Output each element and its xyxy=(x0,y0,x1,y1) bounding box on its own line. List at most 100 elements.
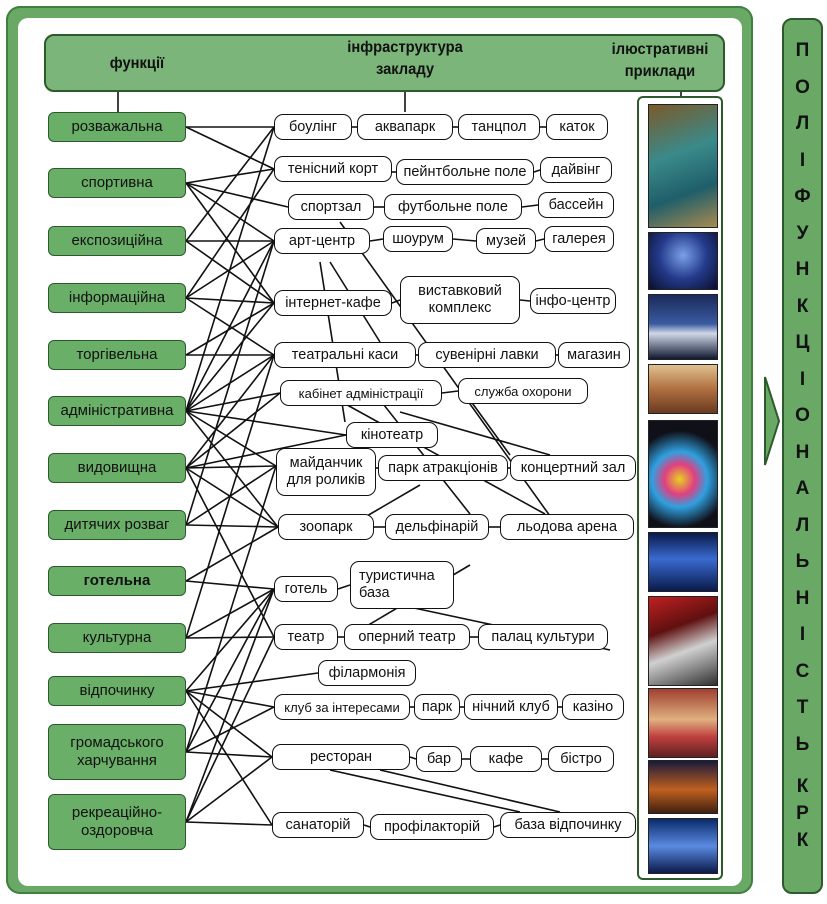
function-recreation-line2: оздоровча xyxy=(81,822,153,839)
example-photo-pool xyxy=(648,818,718,874)
header-infra-line2: закладу xyxy=(375,61,435,78)
infra-admin-office: кабінет адміністрації xyxy=(280,380,442,406)
infra-link-edge xyxy=(533,169,541,173)
infra-showroom: шоурум xyxy=(383,226,453,252)
infra-bar: бар xyxy=(416,746,462,772)
infra-tennis-court: тенісний корт xyxy=(274,156,392,182)
vertical-letter: Л xyxy=(795,514,810,536)
infra-link-edge xyxy=(359,484,421,521)
infra-roller-line2: для роликів xyxy=(286,472,366,488)
header-examples-line2: приклади xyxy=(624,63,696,80)
infra-link-edge xyxy=(369,238,384,242)
example-photo-bar xyxy=(648,760,718,814)
example-photo-cinema xyxy=(648,532,718,592)
infra-roller-line1: майданчик xyxy=(289,455,363,471)
infra-football-field: футбольне поле xyxy=(384,194,522,220)
infra-diving: дайвінг xyxy=(540,157,612,183)
vertical-letter: Ф xyxy=(794,186,811,207)
example-photo-restaurant xyxy=(648,364,718,414)
infra-paintball-field: пейнтбольне поле xyxy=(396,159,534,185)
vertical-letter: У xyxy=(796,222,809,244)
function-catering-line2: харчування xyxy=(77,752,157,769)
infra-theatre: театр xyxy=(274,624,338,650)
vertical-letter: Н xyxy=(795,587,810,609)
infra-dolphinarium: дельфінарій xyxy=(385,514,489,540)
chevron-right-icon xyxy=(764,376,781,466)
function-to-infra-edge xyxy=(185,756,273,823)
function-to-infra-edge xyxy=(185,588,275,692)
function-to-infra-edge xyxy=(185,168,275,184)
function-leisure: відпочинку xyxy=(48,676,186,706)
function-to-infra-edge xyxy=(185,302,275,412)
infra-restaurant: ресторан xyxy=(272,744,410,770)
function-to-infra-edge xyxy=(185,297,275,304)
function-to-infra-edge xyxy=(185,524,279,528)
infra-link-edge xyxy=(535,238,545,242)
function-to-infra-edge xyxy=(185,467,279,528)
vertical-letter: Л xyxy=(795,113,810,134)
infra-info-center: інфо-центр xyxy=(530,288,616,314)
infra-cinema: кінотеатр xyxy=(346,422,438,448)
infra-night-club: нічний клуб xyxy=(464,694,558,720)
infra-art-center: арт-центр xyxy=(274,228,370,254)
infra-link-edge xyxy=(329,769,521,813)
infra-palace-of-culture: палац культури xyxy=(478,624,608,650)
infra-philharmonic: філармонія xyxy=(318,660,416,686)
infra-cafe: кафе xyxy=(470,746,542,772)
infra-park: парк xyxy=(414,694,460,720)
infra-bowling: боулінг xyxy=(274,114,352,140)
infra-dancefloor: танцпол xyxy=(458,114,540,140)
vertical-letter: К xyxy=(796,776,809,797)
infra-link-edge xyxy=(409,756,417,760)
vertical-letter: І xyxy=(799,149,806,171)
vertical-letter: Т xyxy=(796,697,809,718)
infra-amusement-park: парк атракціонів xyxy=(378,455,508,481)
function-exposition: експозиційна xyxy=(48,226,186,256)
infra-zoo: зоопарк xyxy=(278,514,374,540)
vertical-letter: Р xyxy=(796,803,809,824)
header-infra-line1: інфраструктура xyxy=(347,39,463,56)
function-to-infra-edge xyxy=(185,636,275,823)
infra-opera-house: оперний театр xyxy=(344,624,470,650)
function-to-infra-edge xyxy=(185,467,275,638)
function-to-infra-edge xyxy=(185,392,281,469)
example-photo-red-interior xyxy=(648,596,718,686)
infra-exhibition-line2: комплекс xyxy=(428,300,492,316)
function-to-infra-edge xyxy=(185,240,275,526)
function-sport: спортивна xyxy=(48,168,186,198)
function-to-infra-edge xyxy=(185,690,275,708)
example-photo-billiards xyxy=(648,104,718,228)
infra-link-edge xyxy=(363,824,371,828)
function-culture: культурна xyxy=(48,623,186,653)
function-recreation: рекреаційно- оздоровча xyxy=(48,794,186,850)
infra-link-edge xyxy=(519,299,531,302)
infra-gym: спортзал xyxy=(288,194,374,220)
vertical-letter: Ь xyxy=(795,733,810,755)
infra-souvenir-shops: сувенірні лавки xyxy=(418,342,556,368)
function-to-infra-edge xyxy=(185,690,273,758)
vertical-letter: К xyxy=(796,830,809,851)
infra-hobby-club: клуб за інтересами xyxy=(274,694,410,720)
function-to-infra-edge xyxy=(185,690,273,826)
function-to-infra-edge xyxy=(185,751,273,758)
vertical-letter: Н xyxy=(795,441,810,463)
infra-theatre-tickets: театральні каси xyxy=(274,342,416,368)
infra-link-edge xyxy=(493,824,501,828)
function-trade: торгівельна xyxy=(48,340,186,370)
infra-exhibition-complex: виставковий комплекс xyxy=(400,276,520,324)
function-to-infra-edge xyxy=(185,465,277,469)
function-to-infra-edge xyxy=(185,434,347,469)
function-administrative: адміністративна xyxy=(48,396,186,426)
function-to-infra-edge xyxy=(185,302,275,356)
infra-internet-cafe: інтернет-кафе xyxy=(274,290,392,316)
vertical-letter: С xyxy=(795,660,810,682)
function-recreation-line1: рекреаційно- xyxy=(71,804,163,821)
infra-link-edge xyxy=(452,238,477,242)
function-hotel: готельна xyxy=(48,566,186,596)
infra-link-edge xyxy=(319,389,546,515)
infra-ice-arena: льодова арена xyxy=(500,514,634,540)
infra-bistro: бістро xyxy=(548,746,614,772)
header-functions: функції xyxy=(109,55,165,72)
infra-gallery: галерея xyxy=(544,226,614,252)
vertical-letter: Ь xyxy=(795,551,810,572)
